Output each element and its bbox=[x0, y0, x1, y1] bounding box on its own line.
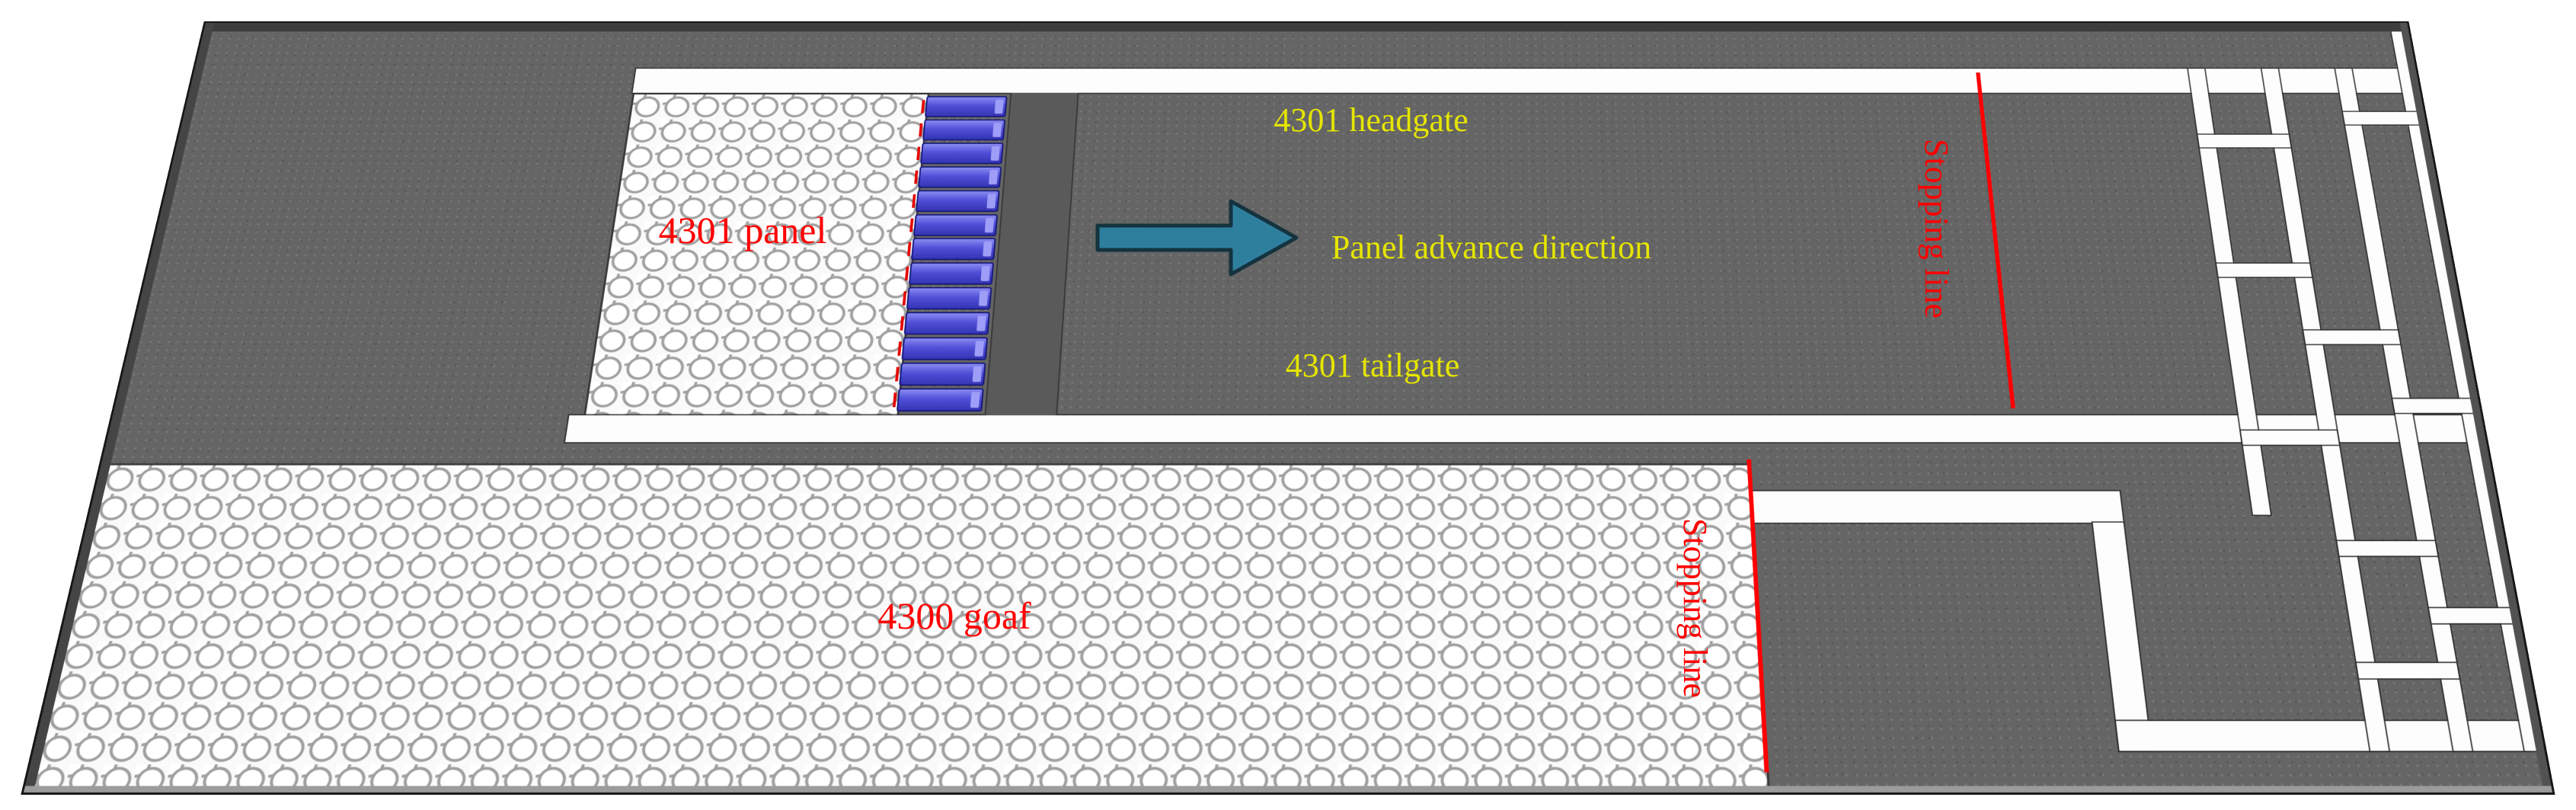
slab-edge-bottom bbox=[24, 786, 2552, 792]
shield-support bbox=[908, 262, 994, 285]
goaf-headgate-roadway bbox=[1753, 491, 2124, 523]
shield-support bbox=[913, 213, 999, 236]
mine-rock-slab bbox=[24, 22, 2552, 793]
shield-support bbox=[906, 287, 992, 310]
panel-4301-goaf-area bbox=[583, 92, 930, 420]
shield-support bbox=[899, 362, 986, 386]
crosscut-3 bbox=[2216, 263, 2312, 277]
headgate-roadway bbox=[632, 69, 2412, 93]
shield-support bbox=[910, 238, 996, 261]
crosscut-5 bbox=[2392, 399, 2480, 413]
shield-support bbox=[896, 388, 984, 411]
crosscut-1 bbox=[2197, 134, 2291, 148]
slab-edge-top bbox=[203, 22, 2409, 32]
stopping-line-panel bbox=[1976, 72, 2015, 408]
crosscut-6 bbox=[2240, 431, 2339, 445]
goaf-4300-area bbox=[28, 463, 1770, 792]
crosscut-9 bbox=[2356, 663, 2459, 679]
shield-support bbox=[916, 190, 1000, 212]
shield-support bbox=[922, 119, 1006, 141]
tailgate-roadway bbox=[565, 415, 2478, 443]
shield-support bbox=[918, 166, 1002, 188]
shield-support bbox=[903, 312, 990, 335]
shield-support bbox=[920, 142, 1004, 165]
crosscut-4 bbox=[2303, 330, 2401, 344]
crosscut-8 bbox=[2429, 608, 2520, 623]
shield-support bbox=[901, 337, 989, 360]
goaf-access-roadway bbox=[2092, 522, 2152, 751]
crosscut-7 bbox=[2337, 541, 2438, 556]
shield-support bbox=[924, 96, 1008, 117]
crosscut-2 bbox=[2343, 111, 2425, 125]
